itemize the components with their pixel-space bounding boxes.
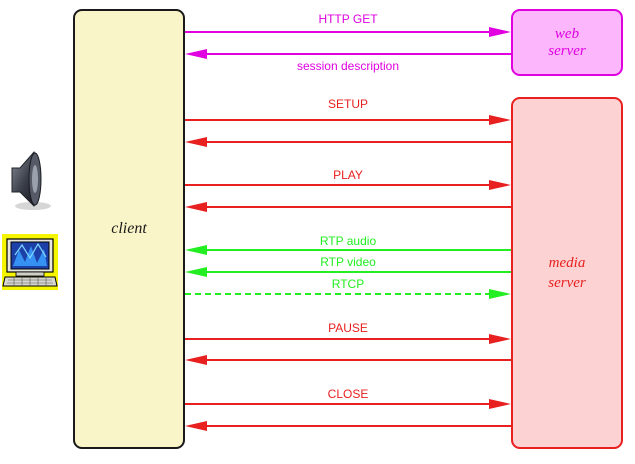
setup-arrowhead: [489, 115, 511, 125]
web-server-box: web server: [511, 9, 623, 76]
pause-label: PAUSE: [328, 321, 368, 335]
play-label: PLAY: [333, 168, 363, 182]
media-server-label-line2: server: [548, 275, 586, 291]
rtcp-label: RTCP: [332, 277, 364, 291]
rtp-audio-label: RTP audio: [320, 234, 377, 248]
web-server-label-line1: web: [554, 25, 580, 42]
media-server-label-line1: media: [548, 255, 586, 271]
close-arrowhead: [489, 399, 511, 409]
pause-arrowhead: [489, 334, 511, 344]
web-server-label-line2: server: [548, 42, 586, 59]
play-reply-arrowhead: [185, 202, 207, 212]
computer-monitor-icon: [2, 234, 58, 290]
client-box: client: [73, 9, 185, 449]
rtp-audio-arrowhead: [185, 245, 207, 255]
speaker-icon: [11, 151, 51, 210]
pause-reply-arrowhead: [185, 355, 207, 365]
setup-reply-arrowhead: [185, 137, 207, 147]
http-get-label: HTTP GET: [318, 12, 378, 26]
rtcp-arrowhead: [489, 289, 511, 299]
http-get-arrowhead: [489, 27, 511, 37]
rtp-video-label: RTP video: [320, 255, 376, 269]
client-label: client: [111, 220, 147, 237]
session-description-label: session description: [297, 59, 399, 73]
setup-label: SETUP: [328, 97, 368, 111]
session-description-arrowhead: [185, 49, 207, 59]
close-label: CLOSE: [328, 387, 369, 401]
close-reply-arrowhead: [185, 421, 207, 431]
rtp-video-arrowhead: [185, 267, 207, 277]
play-arrowhead: [489, 180, 511, 190]
media-server-box: media server: [511, 97, 623, 449]
